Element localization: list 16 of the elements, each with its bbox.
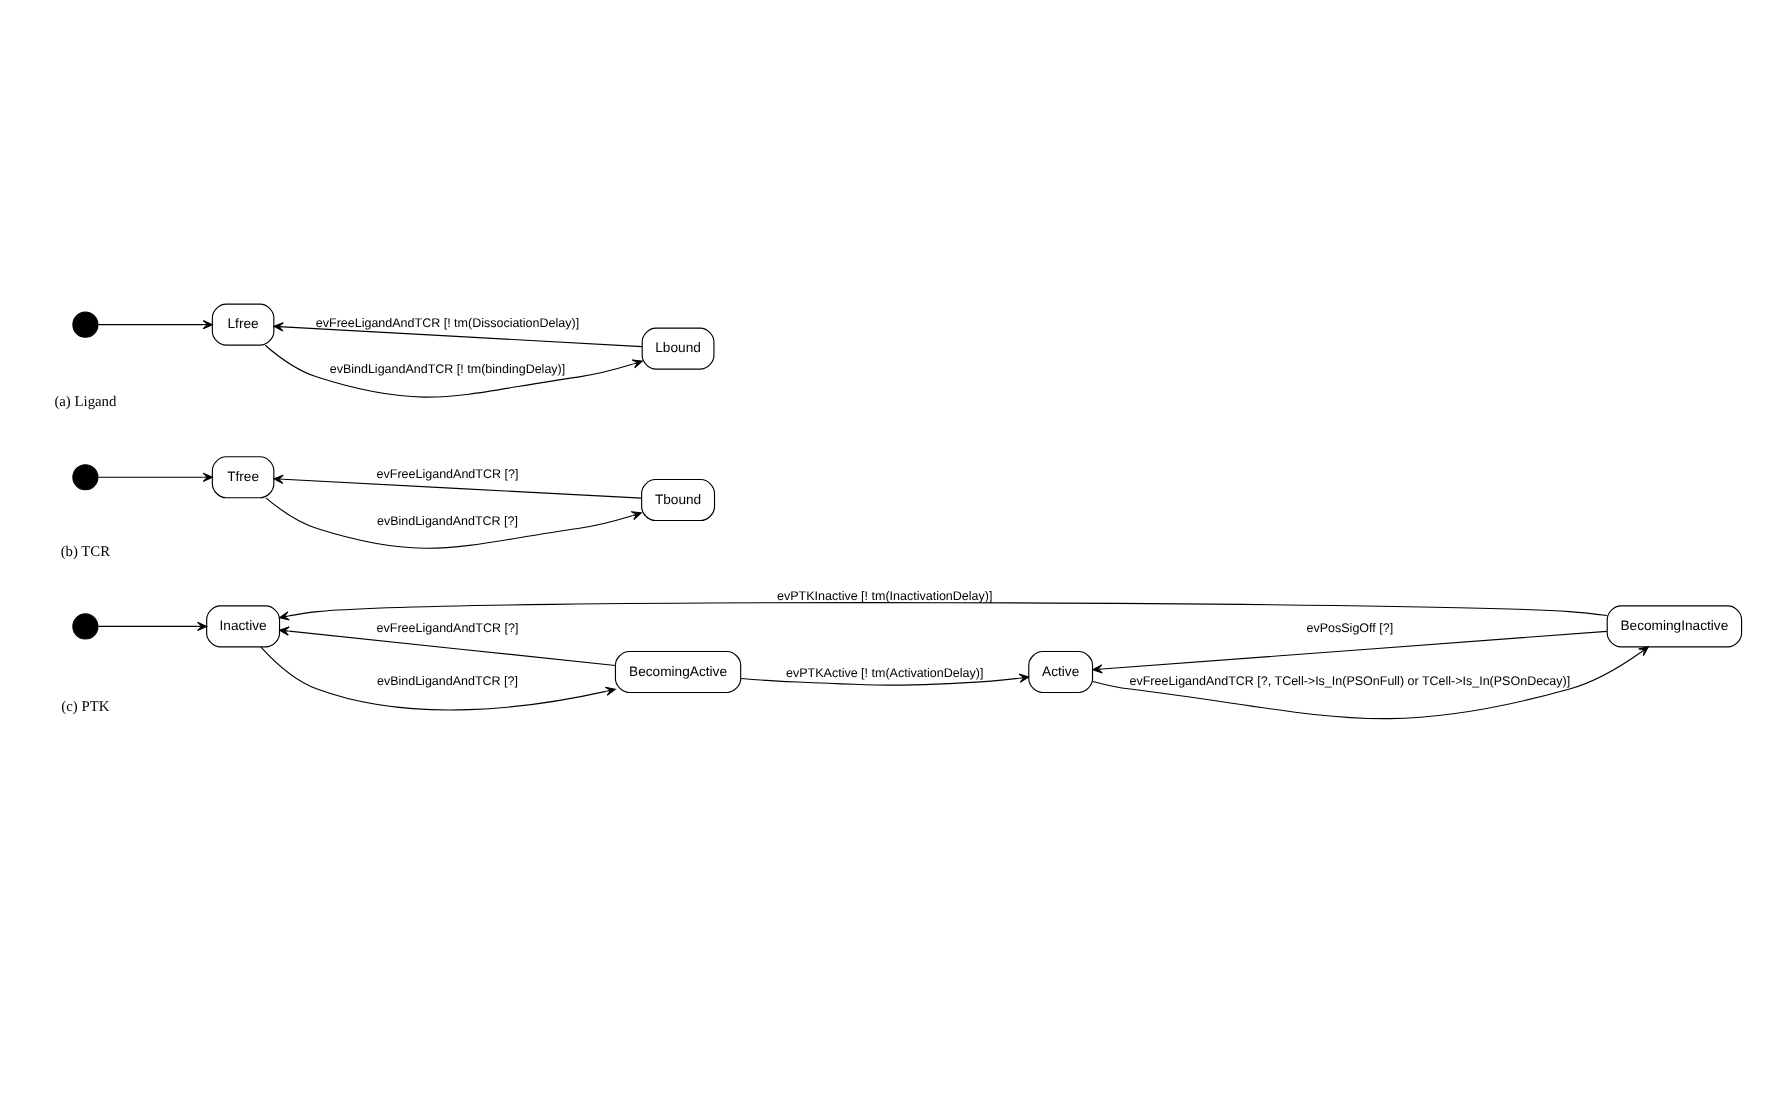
arrow (260, 646, 616, 711)
node-circle (72, 464, 99, 491)
arrow (265, 497, 642, 549)
arrow (273, 322, 643, 348)
node-circle (72, 613, 99, 640)
arrow (279, 602, 1608, 621)
arrow (97, 320, 213, 330)
arrow (279, 626, 616, 667)
arrow (273, 474, 643, 499)
arrow (97, 472, 213, 482)
arrow (1092, 646, 1649, 720)
arrow (1092, 630, 1608, 674)
arrow (264, 344, 643, 398)
arrow (97, 621, 208, 632)
node-circle (72, 311, 99, 338)
arrow (740, 673, 1030, 686)
